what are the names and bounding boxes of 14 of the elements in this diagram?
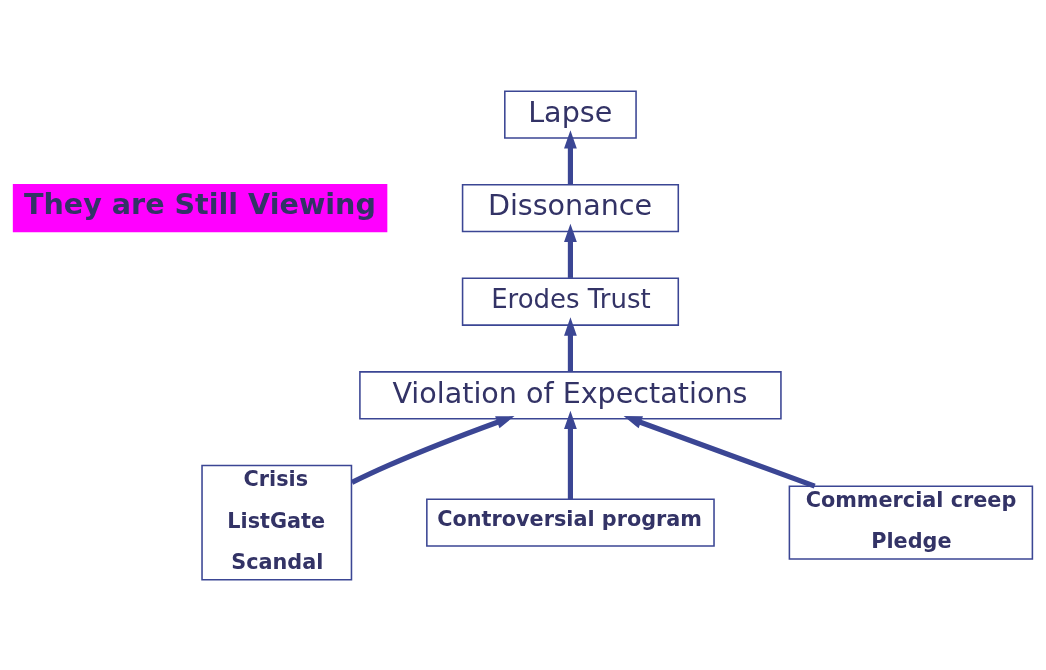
node-box: Erodes Trust (461, 277, 680, 326)
node-box: Commercial creep Pledge (788, 484, 1034, 560)
arrow (564, 223, 577, 278)
arrow (350, 415, 515, 485)
arrow (564, 410, 577, 499)
node-box: Crisis ListGate Scandal (201, 464, 353, 581)
arrow (564, 316, 577, 371)
node-box: Violation of Expectations (359, 370, 782, 419)
arrow (564, 129, 577, 184)
node-box: Lapse (504, 89, 637, 139)
arrow (623, 415, 816, 489)
node-box: Controversial program (426, 497, 715, 547)
node-box: Dissonance (461, 183, 680, 232)
node-box: They are Still Viewing (12, 183, 388, 232)
